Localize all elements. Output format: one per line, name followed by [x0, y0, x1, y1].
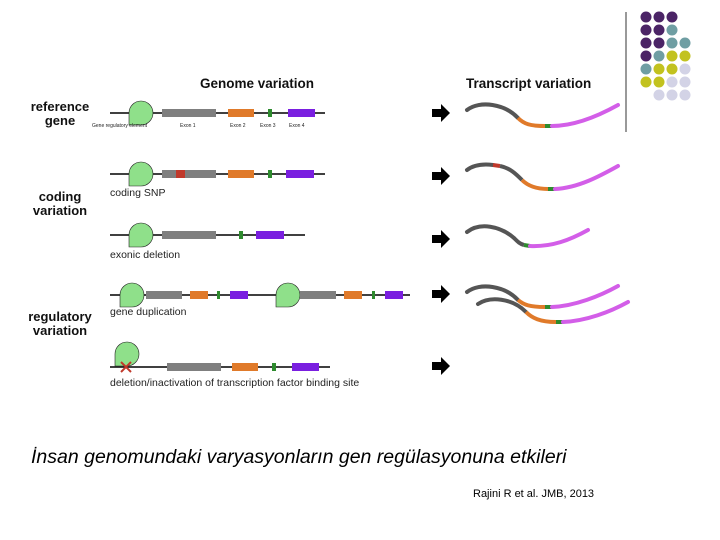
dot-purple: [654, 12, 665, 23]
transcript-duplication-1: [467, 286, 618, 307]
dot-purple: [654, 38, 665, 49]
regulatory-element-icon: [115, 342, 139, 366]
dot-teal: [641, 64, 652, 75]
exon1-block: [167, 363, 221, 371]
exon2-block: [344, 291, 362, 299]
exon4-block: [286, 170, 314, 178]
regulatory-element-icon: [276, 283, 300, 307]
transcript-variation-heading: Transcript variation: [466, 76, 591, 91]
dot-lavender: [667, 77, 678, 88]
coding-snp-row: coding SNP: [110, 162, 325, 199]
exon4-label: Exon 4: [289, 123, 305, 129]
exon2-label: Exon 2: [230, 123, 246, 129]
snp-mark: [176, 170, 185, 178]
transcript-reference: [467, 104, 618, 126]
arrow-right-icon: [432, 230, 450, 248]
exon3-block: [372, 291, 375, 299]
genome-variation-heading: Genome variation: [200, 76, 314, 91]
gene-duplication-row: gene duplication: [110, 283, 410, 318]
coding-label-line1: coding: [39, 189, 82, 204]
exon1-block: [146, 291, 182, 299]
dot-olive: [667, 51, 678, 62]
exon4-block: [288, 109, 315, 117]
arrow-right-icon: [432, 357, 450, 375]
arrow-column: [432, 104, 450, 375]
coding-snp-caption: coding SNP: [110, 187, 165, 199]
exon1-label: Exon 1: [180, 123, 196, 129]
transcript-duplication-2: [478, 299, 628, 322]
dot-purple: [641, 38, 652, 49]
exonic-deletion-caption: exonic deletion: [110, 249, 180, 261]
exon2-block: [232, 363, 258, 371]
reference-gene-row: Gene regulatory element Exon 1 Exon 2 Ex…: [92, 101, 325, 129]
arrow-right-icon: [432, 104, 450, 122]
exon2-block: [190, 291, 208, 299]
reg-element-label: Gene regulatory element: [92, 123, 148, 129]
transcript-deletion: [467, 226, 588, 246]
regulatory-label-line1: regulatory: [28, 309, 92, 324]
exon1-block: [162, 109, 216, 117]
dot-purple: [654, 25, 665, 36]
reference-label-line1: reference: [31, 99, 90, 114]
arrow-right-icon: [432, 285, 450, 303]
exon1-block: [162, 231, 216, 239]
dot-lavender: [680, 90, 691, 101]
regulatory-element-icon: [120, 283, 144, 307]
figure-caption: İnsan genomundaki varyasyonların gen reg…: [31, 446, 567, 469]
exon2-block: [228, 109, 254, 117]
coding-label-line2: variation: [33, 203, 87, 218]
dot-teal: [667, 25, 678, 36]
exon4-block: [385, 291, 403, 299]
dot-purple: [667, 12, 678, 23]
exonic-deletion-row: exonic deletion: [110, 223, 305, 261]
dot-purple: [641, 12, 652, 23]
reference-label-line2: gene: [45, 113, 75, 128]
dot-lavender: [654, 90, 665, 101]
transcript-snp: [467, 165, 618, 189]
dot-lavender: [680, 64, 691, 75]
arrow-right-icon: [432, 167, 450, 185]
regulatory-label-line2: variation: [33, 323, 87, 338]
exon2-block: [228, 170, 254, 178]
dot-olive: [680, 51, 691, 62]
exon3-block: [268, 170, 272, 178]
dot-teal: [680, 38, 691, 49]
dot-grid-decoration: [641, 12, 691, 101]
figure-citation: Rajini R et al. JMB, 2013: [473, 488, 594, 500]
exon3-label: Exon 3: [260, 123, 276, 129]
dot-olive: [641, 77, 652, 88]
regulatory-element-icon: [129, 162, 153, 186]
gene-duplication-caption: gene duplication: [110, 306, 187, 318]
regulatory-element-icon: [129, 101, 153, 125]
dot-teal: [654, 51, 665, 62]
dot-lavender: [667, 90, 678, 101]
dot-teal: [667, 38, 678, 49]
exon1-block: [300, 291, 336, 299]
exon4-block: [292, 363, 319, 371]
tfbs-deletion-row: deletion/inactivation of transcription f…: [110, 342, 359, 389]
exon3-block: [239, 231, 243, 239]
dot-olive: [667, 64, 678, 75]
exon4-block: [230, 291, 248, 299]
exon3-block: [272, 363, 276, 371]
dot-lavender: [680, 77, 691, 88]
dot-purple: [641, 25, 652, 36]
exon3-block: [217, 291, 220, 299]
regulatory-element-icon: [129, 223, 153, 247]
dot-olive: [654, 77, 665, 88]
exon4-block: [256, 231, 284, 239]
tfbs-caption: deletion/inactivation of transcription f…: [110, 377, 359, 389]
dot-olive: [654, 64, 665, 75]
exon1-block: [162, 170, 216, 178]
exon3-block: [268, 109, 272, 117]
dot-purple: [641, 51, 652, 62]
